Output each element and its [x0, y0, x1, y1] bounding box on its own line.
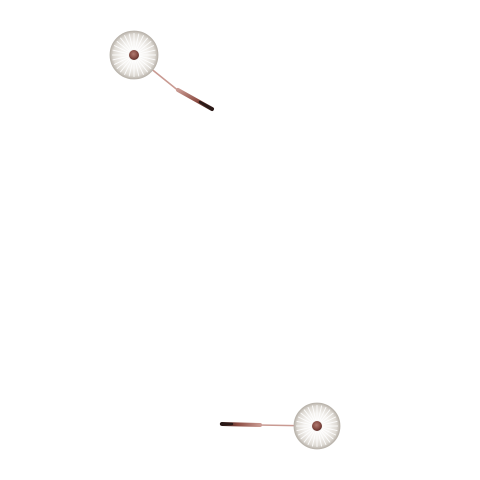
pappus-filament: [303, 430, 314, 443]
pappus-filament: [311, 431, 317, 447]
pappus-filament: [303, 409, 314, 422]
pappus-filament: [128, 60, 134, 77]
pappus-filament: [322, 420, 338, 426]
pappus-rays: [296, 405, 338, 447]
pappus-filament: [300, 429, 313, 440]
dandelion-seed-bottom: [219, 402, 341, 450]
pappus-filament: [112, 49, 129, 55]
pappus-filament: [322, 426, 338, 432]
pappus-filament: [112, 55, 129, 61]
pappus-filament: [134, 60, 140, 77]
pappus-filament: [136, 34, 144, 50]
pappus-filament: [139, 49, 156, 55]
pappus-filament: [322, 428, 337, 436]
pappus-filament: [124, 34, 132, 50]
pappus-filament: [321, 429, 334, 440]
seed-center: [129, 50, 139, 60]
pappus-filament: [136, 60, 144, 76]
pappus-filament: [128, 33, 134, 50]
pappus-filament: [116, 40, 130, 52]
pappus-filament: [320, 409, 331, 422]
pappus-filament: [139, 45, 155, 53]
pappus-filament: [113, 57, 129, 65]
pappus-filament: [317, 405, 323, 421]
pappus-filament: [319, 431, 327, 446]
pappus-filament: [119, 37, 131, 51]
pappus-filament: [311, 405, 317, 421]
dandelion-seed-top: [109, 30, 214, 111]
seed-center: [312, 421, 322, 431]
pappus-rays: [112, 33, 156, 77]
pappus-filament: [137, 59, 149, 73]
pappus-filament: [139, 55, 156, 61]
pappus-filament: [113, 45, 129, 53]
pappus-filament: [319, 406, 327, 421]
pappus-filament: [138, 58, 152, 70]
pappus-filament: [297, 428, 312, 436]
pappus-filament: [116, 58, 130, 70]
pappus-filament: [296, 426, 312, 432]
pappus-filament: [297, 416, 312, 424]
pappus-filament: [320, 430, 331, 443]
pappus-filament: [124, 60, 132, 76]
pappus-filament: [317, 431, 323, 447]
pappus-filament: [321, 412, 334, 423]
pappus-filament: [138, 40, 152, 52]
pappus-filament: [307, 406, 315, 421]
pappus-filament: [307, 431, 315, 446]
pappus-filament: [137, 37, 149, 51]
pappus-filament: [322, 416, 337, 424]
pappus-filament: [296, 420, 312, 426]
pappus-filament: [119, 59, 131, 73]
pappus-filament: [139, 57, 155, 65]
pappus-filament: [134, 33, 140, 50]
pappus-filament: [300, 412, 313, 423]
